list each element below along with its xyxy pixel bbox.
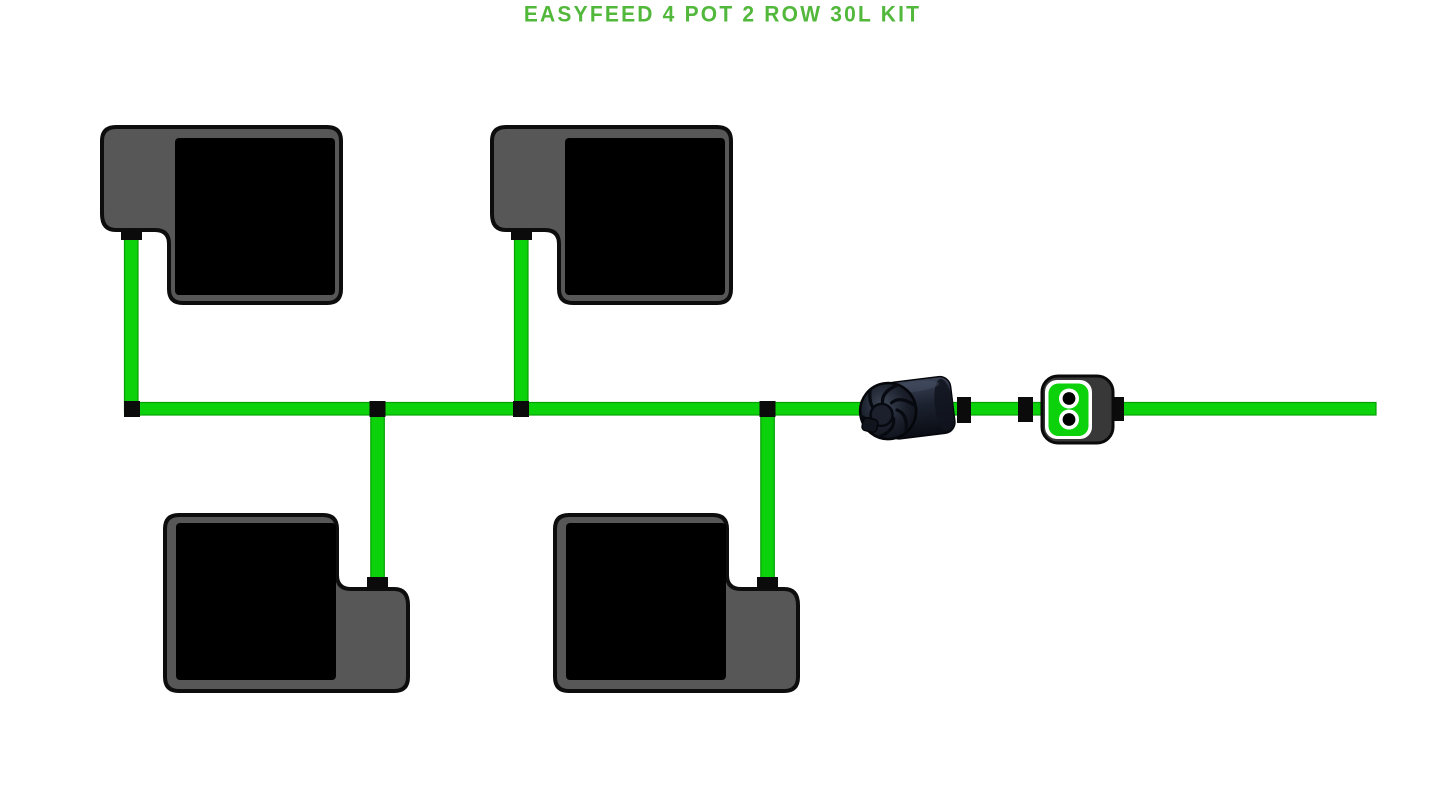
feed-tube-pot-3	[370, 405, 385, 587]
valve	[1040, 374, 1115, 445]
pump-outlet-fitting	[957, 397, 971, 423]
pot-4	[553, 513, 800, 693]
kit-title: EASYFEED 4 POT 2 ROW 30L KIT	[523, 2, 922, 27]
pot-2-fitting	[511, 230, 532, 240]
elbow-connector	[124, 401, 140, 417]
pot-1	[100, 125, 343, 305]
main-feed-line	[124, 401, 1377, 416]
feed-tube-pot-2	[513, 225, 529, 413]
pot-1-lid	[175, 138, 335, 295]
water-pump	[858, 375, 956, 441]
pot-2-lid	[565, 138, 725, 295]
feed-tube-pot-1	[123, 225, 139, 413]
pot-1-fitting	[121, 230, 142, 240]
pot-4-lid	[566, 523, 726, 680]
pot-3	[163, 513, 410, 693]
pot-3-fitting	[367, 577, 388, 588]
feed-tube-pot-4	[760, 405, 775, 587]
valve-inlet-fitting	[1018, 397, 1033, 422]
pump-end-cap	[934, 378, 954, 431]
pot-3-lid	[176, 523, 336, 680]
valve-port-top	[1062, 392, 1076, 405]
pot-4-fitting	[757, 577, 778, 588]
pot-2	[490, 125, 733, 305]
tee-connector-3	[759, 401, 776, 417]
valve-port-bottom	[1062, 413, 1076, 426]
tee-connector-2	[513, 401, 529, 417]
pump-inlet-nub	[861, 417, 879, 434]
tee-connector-1	[369, 401, 386, 417]
